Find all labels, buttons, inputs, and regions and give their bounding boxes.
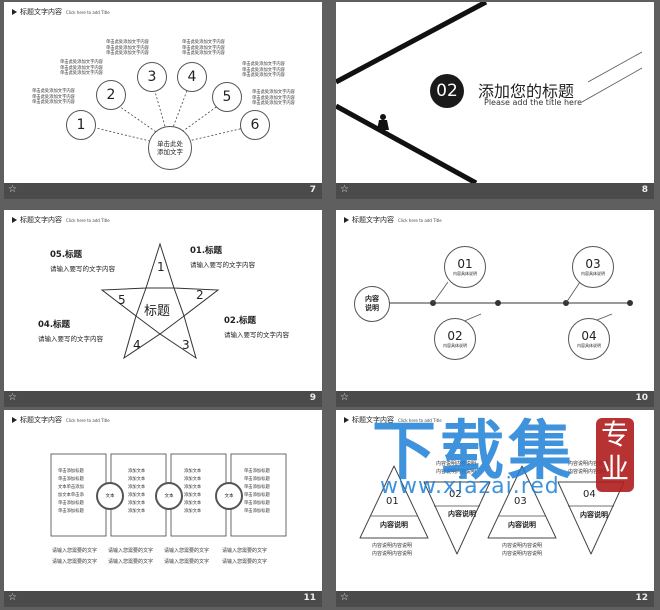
footer-notes-1: 请输入您需要的文字请输入您需要的文字 [52,548,98,565]
number-circle-6: 6 [240,110,270,140]
tri-label-02: 内容说明 [448,510,476,518]
text-node-3: 文本 [215,482,243,510]
star-num-3: 3 [182,338,190,352]
tri-desc-bottom-left: 内容说明内容说明内容说明内容说明 [372,543,413,557]
footer-notes-3: 请输入您需要的文字请输入您需要的文字 [164,548,210,565]
text-node-1: 文本 [96,482,124,510]
star-num-4: 4 [133,338,141,352]
tri-num-03: 03 [514,496,527,507]
diagonal-lines [336,2,643,183]
star-num-5: 5 [118,293,126,307]
number-circle-5: 5 [212,82,242,112]
watermark-seal: 专业 [596,418,634,492]
note-4: 单击此处添加文字内容单击此处添加文字内容单击此处添加文字内容 [182,40,225,57]
column-list-3: 添加文本添加文本添加文本添加文本添加文本添加文本 [184,469,202,514]
item-05: 05.标题请输入要写的文字内容 [50,250,115,273]
number-circle-3: 3 [137,62,167,92]
tri-desc-top-right: 内容说明内容说明内容说明内容说明 [568,461,609,475]
number-circle-1: 1 [66,110,96,140]
slide-footer: ☆7 [4,183,322,199]
star-icon: ☆ [340,184,349,195]
section-title-en: Please add the title here [484,98,582,107]
tri-desc-top-left: 内容说明内容说明内容说明内容说明 [436,461,477,475]
tri-label-04: 内容说明 [580,511,608,519]
column-list-2: 添加文本添加文本添加文本添加文本添加文本添加文本 [128,469,146,514]
text-node-2: 文本 [155,482,183,510]
slide-thumbnail-8[interactable]: 02 添加您的标题 Please add the title here ☆8 [336,2,654,199]
note-5: 单击此处添加文字内容单击此处添加文字内容单击此处添加文字内容 [242,62,285,79]
slide-footer: ☆9 [4,391,322,407]
note-6: 单击此处添加文字内容单击此处添加文字内容单击此处添加文字内容 [252,90,295,107]
tri-desc-bottom-right: 内容说明内容说明内容说明内容说明 [502,543,543,557]
star-num-1: 1 [157,260,165,274]
star-icon: ☆ [340,392,349,403]
star-icon: ☆ [8,592,17,603]
star-num-2: 2 [196,288,204,302]
star-icon: ☆ [340,592,349,603]
center-circle: 单击此处添加文字 [148,126,192,170]
slide-footer: ☆10 [336,391,654,407]
footer-notes-4: 请输入您需要的文字请输入您需要的文字 [222,548,268,565]
column-list-1: 单击添加标题单击添加标题文本单击添加加文本单击添单击添加标题单击添加标题 [58,469,84,514]
star-icon: ☆ [8,392,17,403]
number-circle-2: 2 [96,80,126,110]
section-title-cn: 添加您的标题 [478,82,575,101]
star-center-label: 标题 [144,304,171,319]
slide-footer: ☆12 [336,591,654,607]
tri-num-01: 01 [386,496,399,507]
tri-num-02: 02 [449,489,462,500]
column-list-4: 单击添加标题单击添加标题单击添加标题单击添加标题单击添加标题单击添加标题 [244,469,270,514]
radial-connectors [95,87,245,143]
sitting-figure [377,114,389,130]
note-3: 单击此处添加文字内容单击此处添加文字内容单击此处添加文字内容 [106,40,149,57]
number-circle-4: 4 [177,62,207,92]
slide-footer: ☆8 [336,183,654,199]
item-04: 04.标题请输入要写的文字内容 [38,320,103,343]
section-badge: 02 [430,74,464,108]
note-2: 单击此处添加文字内容单击此处添加文字内容单击此处添加文字内容 [60,60,103,77]
star-diagram [100,242,220,360]
note-1: 单击此处添加文字内容单击此处添加文字内容单击此处添加文字内容 [32,89,75,106]
tri-label-01: 内容说明 [380,521,408,529]
triangle-row [359,465,625,555]
watermark-cn: 下载集 [372,415,576,489]
timeline-start: 内容说明 [354,286,390,322]
tri-label-03: 内容说明 [508,521,536,529]
slide-footer: ☆11 [4,591,322,607]
watermark-url: www.xiazai.red [380,474,560,499]
footer-notes-2: 请输入您需要的文字请输入您需要的文字 [108,548,154,565]
item-01: 01.标题请输入要写的文字内容 [190,246,255,269]
item-02: 02.标题请输入要写的文字内容 [224,316,289,339]
star-icon: ☆ [8,184,17,195]
tri-num-04: 04 [583,489,596,500]
